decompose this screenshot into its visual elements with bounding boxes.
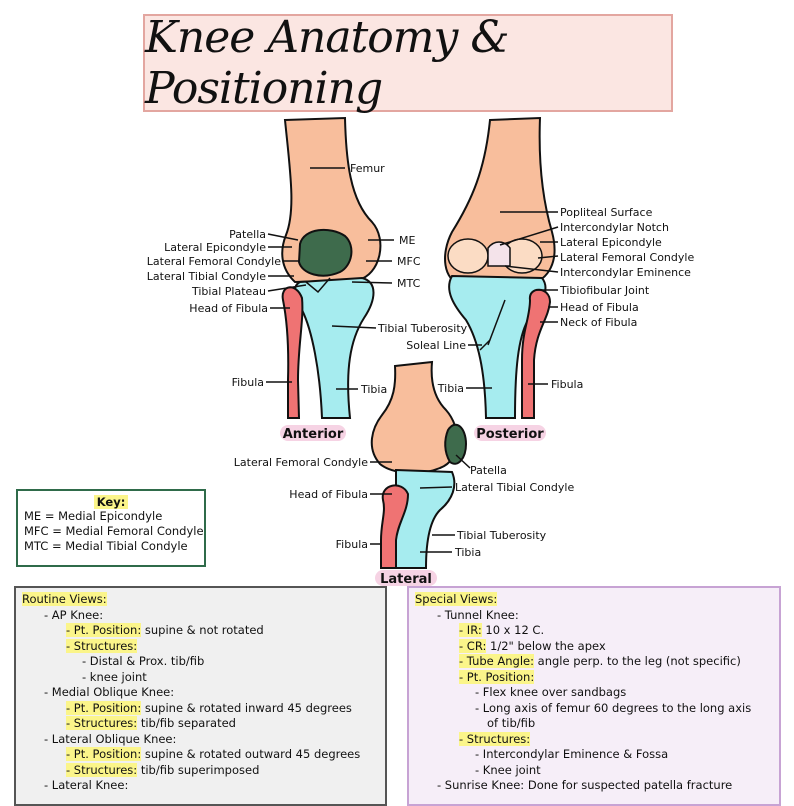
special-position-1: - Flex knee over sandbags — [475, 685, 627, 699]
label-tibial-plateau: Tibial Plateau — [191, 285, 266, 298]
lateral-patella — [444, 423, 468, 465]
routine-mo-position-text: supine & rotated inward 45 degrees — [141, 700, 352, 715]
posterior-view: Popliteal Surface Intercondylar Notch La… — [406, 116, 694, 442]
key-line-mfc: MFC = Medial Femoral Condyle — [24, 524, 204, 538]
special-sunrise-knee: - Sunrise Knee: Done for suspected patel… — [437, 778, 733, 792]
routine-lateral-oblique: - Lateral Oblique Knee: — [44, 731, 177, 746]
routine-ap-knee: - AP Knee: — [44, 607, 104, 622]
routine-mo-structures-label: - Structures: — [66, 716, 138, 730]
label-head-of-fibula-lateral: Head of Fibula — [289, 488, 368, 501]
routine-lateral-knee: - Lateral Knee: — [44, 778, 129, 792]
routine-medial-oblique: - Medial Oblique Knee: — [44, 685, 175, 699]
label-lateral-tibial-condyle: Lateral Tibial Condyle — [455, 481, 574, 494]
posterior-lateral-condyle — [447, 238, 489, 274]
routine-ap-position-text: supine & not rotated — [141, 623, 264, 637]
routine-views-box: Routine Views: - AP Knee: - Pt. Position… — [14, 586, 387, 806]
label-me: ME — [399, 234, 415, 247]
page-title: Knee Anatomy & Positioning — [145, 12, 510, 114]
label-head-of-fibula-posterior: Head of Fibula — [560, 301, 639, 314]
label-intercondylar-eminence: Intercondylar Eminence — [560, 266, 691, 279]
label-head-of-fibula: Head of Fibula — [189, 302, 268, 315]
routine-title: Routine Views: — [22, 592, 107, 606]
special-title: Special Views: — [415, 592, 498, 606]
label-fibula: Fibula — [232, 376, 264, 389]
special-position-2b: of tib/fib — [487, 716, 536, 730]
knee-anatomy-diagram: Femur Patella Lateral Epicondyle Lateral… — [147, 116, 694, 587]
special-structure-2: - Knee joint — [475, 762, 541, 777]
special-tube-angle-label: - Tube Angle: — [459, 654, 535, 668]
routine-ap-structure-2: - knee joint — [82, 669, 147, 684]
anterior-fibula — [281, 286, 304, 419]
lateral-view: Lateral Femoral Condyle Patella Head of … — [234, 360, 574, 587]
routine-lo-position-label: - Pt. Position: — [66, 747, 142, 761]
label-lateral-femoral-condyle-lateral: Lateral Femoral Condyle — [234, 456, 368, 469]
label-tibial-tuberosity: Tibial Tuberosity — [377, 322, 468, 335]
view-label-lateral: Lateral — [380, 572, 432, 587]
special-tube-angle-text: angle perp. to the leg (not specific) — [534, 654, 741, 668]
label-lateral-epicondyle-posterior: Lateral Epicondyle — [560, 236, 662, 249]
label-lateral-epicondyle: Lateral Epicondyle — [164, 241, 266, 254]
label-tibia-lateral: Tibia — [454, 546, 481, 559]
lateral-fibula — [380, 484, 410, 569]
routine-ap-structure-1: - Distal & Prox. tib/fib — [82, 654, 205, 668]
special-ir-label: - IR: — [459, 623, 482, 637]
view-label-anterior: Anterior — [283, 427, 344, 442]
view-label-posterior: Posterior — [476, 427, 544, 442]
routine-mo-position-label: - Pt. Position: — [66, 700, 142, 715]
anterior-view: Femur Patella Lateral Epicondyle Lateral… — [147, 116, 468, 442]
label-lateral-femoral-condyle: Lateral Femoral Condyle — [147, 255, 281, 268]
label-tibia-posterior: Tibia — [437, 382, 464, 395]
label-lateral-femoral-condyle-posterior: Lateral Femoral Condyle — [560, 251, 694, 264]
key-line-mtc: MTC = Medial Tibial Condyle — [24, 539, 188, 553]
routine-lo-structures-text: tib/fib superimposed — [137, 762, 260, 777]
routine-ap-position-label: - Pt. Position: — [66, 623, 142, 637]
special-structure-1: - Intercondylar Eminence & Fossa — [475, 747, 669, 761]
label-patella-lateral: Patella — [470, 464, 507, 477]
routine-lo-position-text: supine & rotated outward 45 degrees — [141, 747, 361, 761]
label-fibula-posterior: Fibula — [551, 378, 583, 391]
special-cr-text: 1/2" below the apex — [486, 638, 606, 653]
label-tibial-tuberosity-lateral: Tibial Tuberosity — [456, 529, 547, 542]
key-line-me: ME = Medial Epicondyle — [24, 509, 163, 523]
special-structures-label: - Structures: — [459, 731, 531, 746]
label-tibia: Tibia — [360, 383, 387, 396]
routine-ap-structures-label: - Structures: — [66, 638, 138, 653]
label-neck-of-fibula: Neck of Fibula — [560, 316, 637, 329]
special-tunnel-knee: - Tunnel Knee: — [437, 607, 519, 622]
key-title: Key: — [93, 495, 129, 509]
label-mfc: MFC — [397, 255, 421, 268]
special-position-label: - Pt. Position: — [459, 669, 535, 684]
label-femur: Femur — [350, 162, 385, 175]
lateral-femur — [370, 360, 459, 474]
label-intercondylar-notch: Intercondylar Notch — [560, 221, 669, 234]
title-box: Knee Anatomy & Positioning — [143, 12, 673, 114]
routine-lo-structures-label: - Structures: — [66, 762, 138, 777]
anterior-patella — [297, 228, 353, 277]
label-lateral-tibial-condyle: Lateral Tibial Condyle — [147, 270, 266, 283]
label-soleal-line: Soleal Line — [406, 339, 466, 352]
routine-mo-structures-text: tib/fib separated — [137, 716, 236, 730]
anterior-tibia — [294, 276, 375, 419]
key-box: Key: ME = Medial Epicondyle MFC = Medial… — [16, 489, 206, 567]
label-mtc: MTC — [397, 277, 421, 290]
lateral-tibia — [395, 468, 456, 569]
label-tibiofibular-joint: Tibiofibular Joint — [559, 284, 650, 297]
label-fibula-lateral: Fibula — [336, 538, 368, 551]
special-views-box: Special Views: - Tunnel Knee: - IR: 10 x… — [407, 586, 781, 806]
label-popliteal-surface: Popliteal Surface — [560, 206, 653, 219]
special-cr-label: - CR: — [459, 638, 487, 653]
label-patella: Patella — [229, 228, 266, 241]
special-position-2: - Long axis of femur 60 degrees to the l… — [475, 700, 752, 715]
special-ir-text: 10 x 12 C. — [481, 623, 545, 637]
